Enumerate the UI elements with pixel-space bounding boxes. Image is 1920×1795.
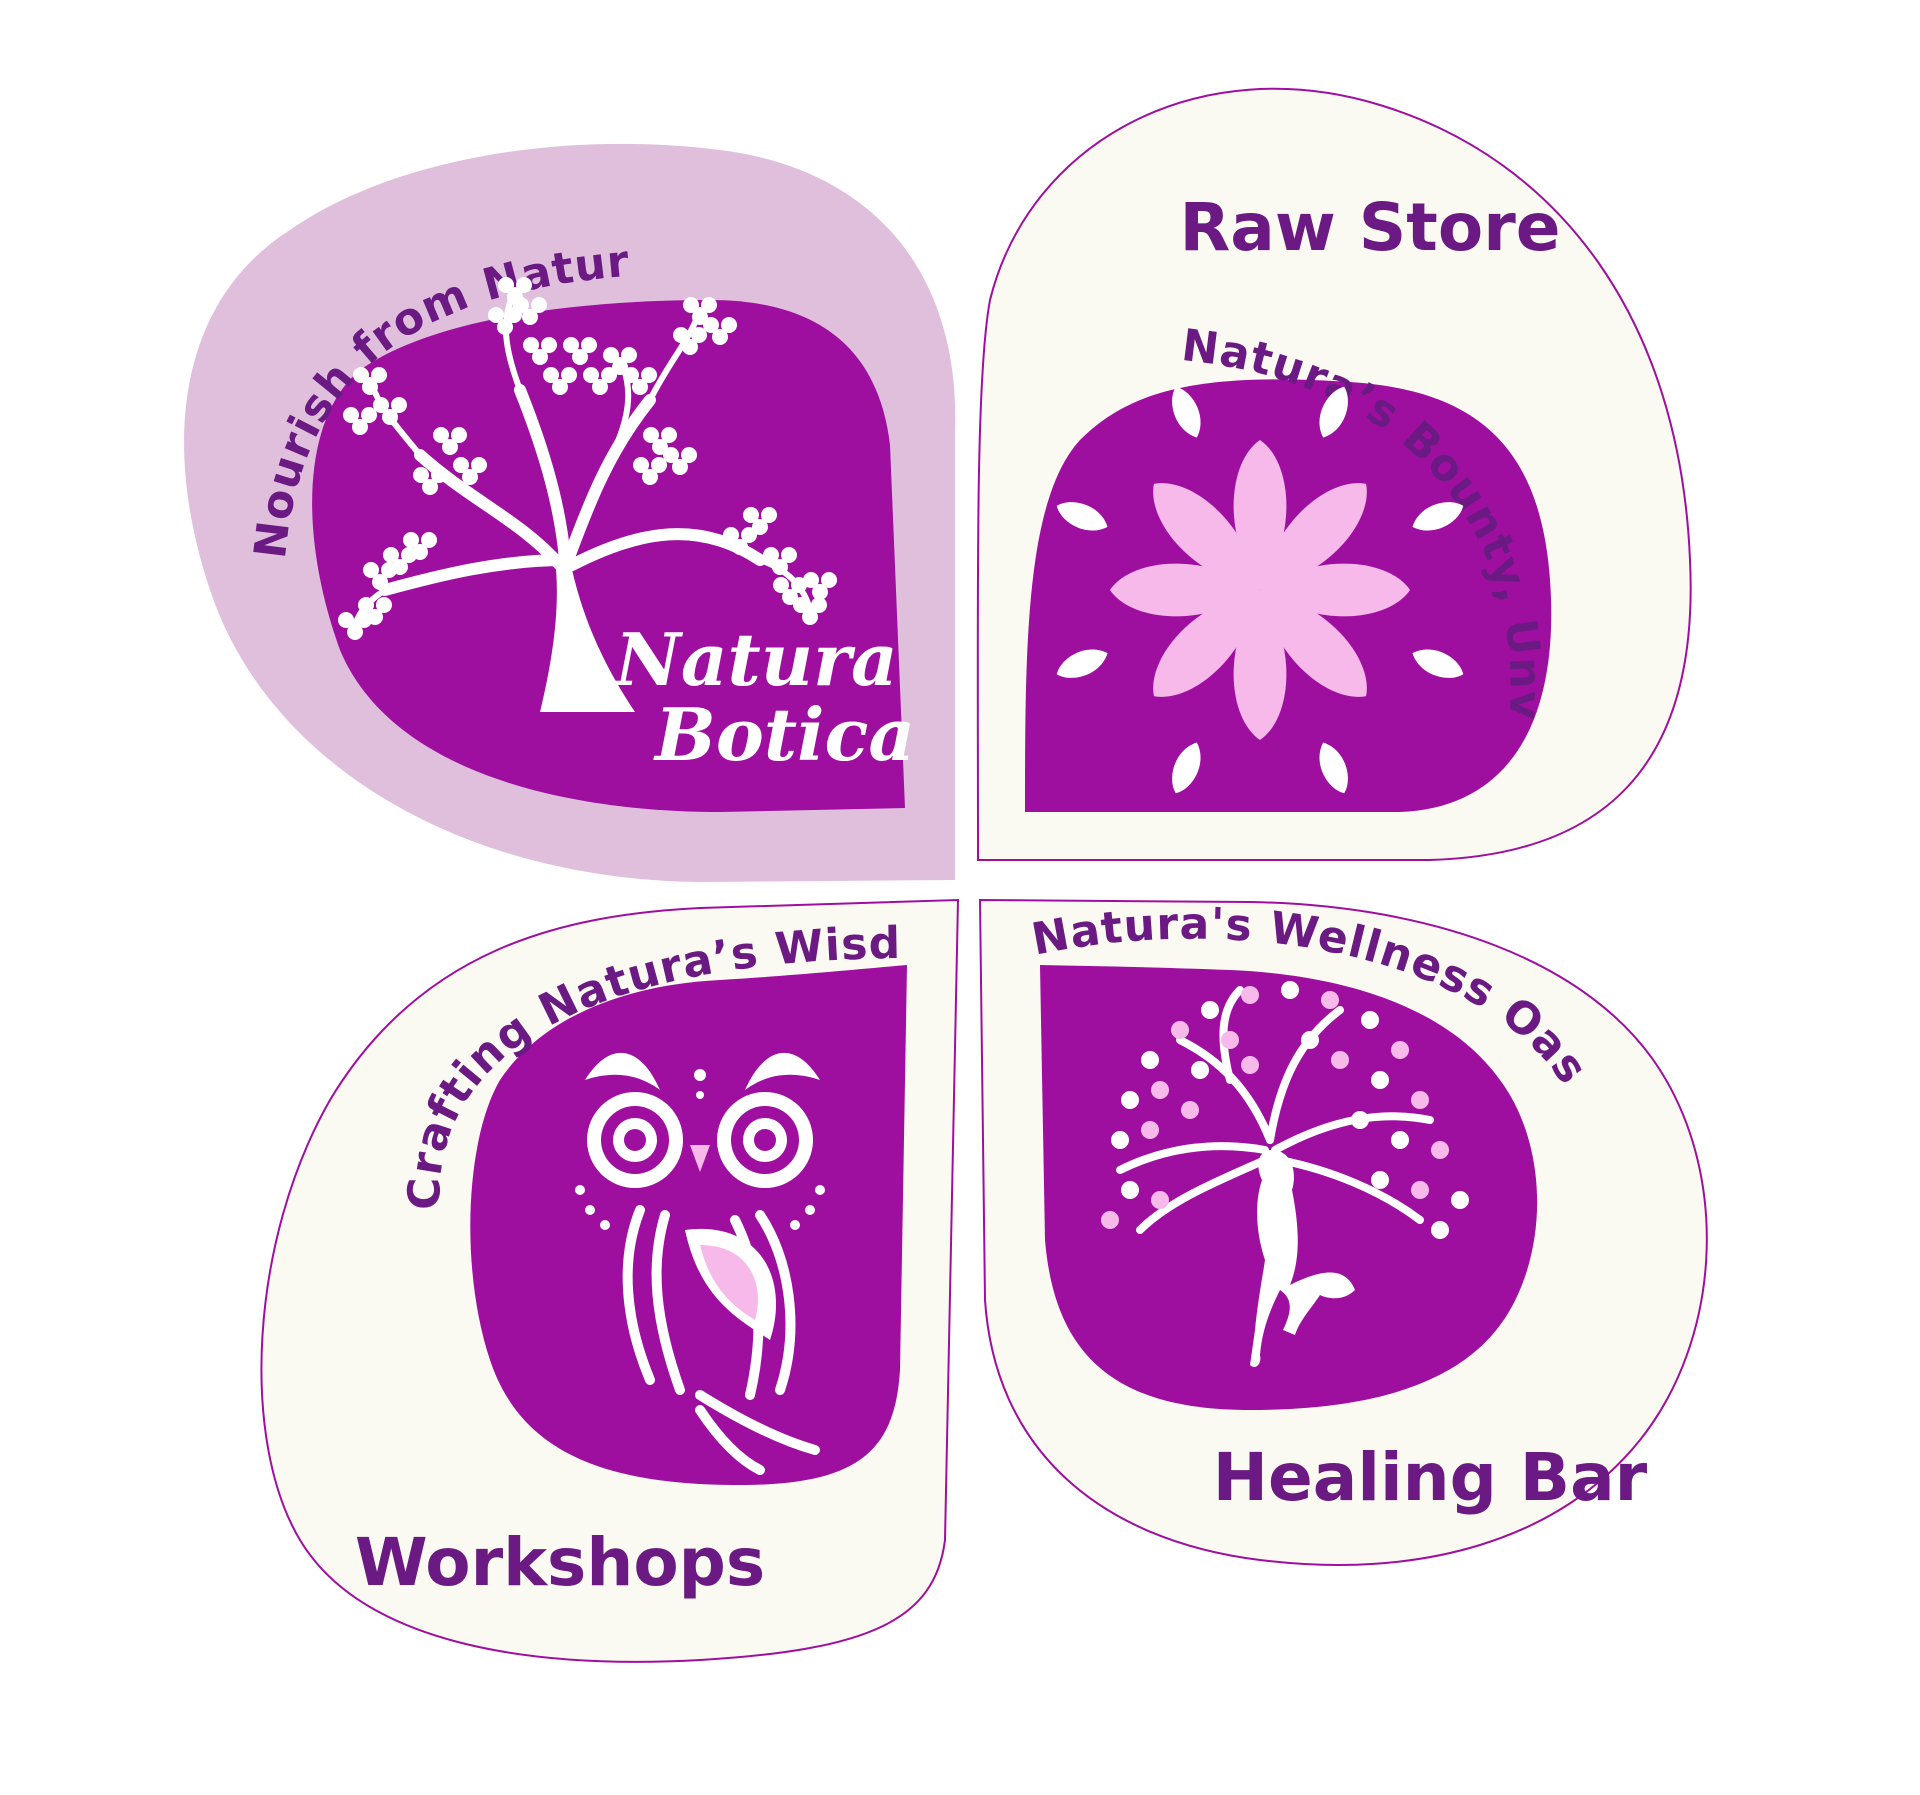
brand-natura: Natura — [613, 617, 898, 702]
tree-icon — [338, 277, 837, 712]
petal-workshops-inner — [470, 965, 907, 1485]
petal-nourish: Nourish from Nature Natu — [0, 0, 956, 883]
healing-bar-title: Healing Bar — [1213, 1439, 1648, 1516]
workshops-title: Workshops — [355, 1524, 765, 1601]
brand-botica: Botica — [653, 692, 915, 777]
leaf-flower-icon — [1056, 386, 1464, 794]
owl-icon — [575, 1052, 825, 1475]
raw-store-title: Raw Store — [1179, 189, 1560, 266]
woman-tree-icon — [1101, 981, 1469, 1367]
